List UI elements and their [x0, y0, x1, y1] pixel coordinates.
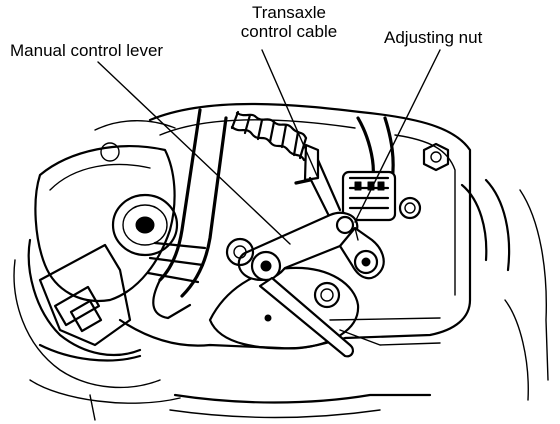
lower-rim — [169, 393, 432, 419]
leader-adjusting-nut — [354, 49, 441, 223]
leader-manual-control-lever — [97, 61, 291, 245]
leader-lines — [97, 49, 441, 245]
label-manual-control-lever: Manual control lever — [10, 41, 164, 60]
lower-bracket — [29, 243, 181, 421]
label-transaxle-text: Transaxle control cable — [240, 3, 338, 41]
label-adjusting-nut: Adjusting nut — [384, 28, 483, 47]
transaxle-housing — [118, 102, 549, 401]
hose — [146, 108, 228, 320]
leader-transaxle-control-cable — [261, 49, 319, 179]
label-transaxle-control-cable: Transaxle control cable — [224, 3, 354, 41]
adjuster-connector — [341, 116, 422, 222]
transaxle-cable — [230, 110, 342, 224]
left-housing-assembly — [13, 120, 179, 389]
hex-bolt — [422, 142, 450, 172]
manual-control-lever — [225, 211, 385, 358]
